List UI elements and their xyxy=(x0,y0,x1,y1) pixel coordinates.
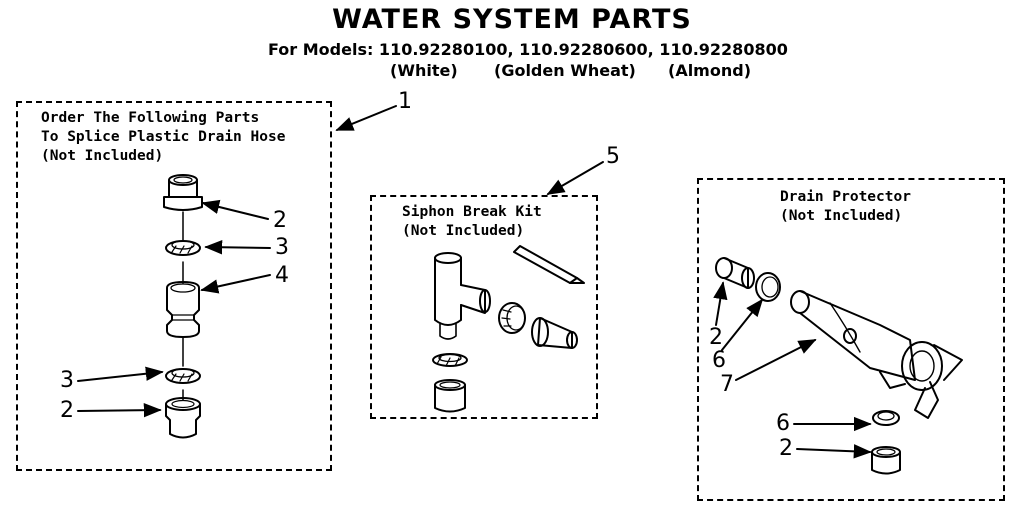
callout-drain-7: 7 xyxy=(720,372,734,397)
color-golden-wheat: (Golden Wheat) xyxy=(494,61,636,80)
callout-splice-top-2: 2 xyxy=(273,208,287,233)
leader-5 xyxy=(546,161,604,195)
splice-box-title-line3: (Not Included) xyxy=(41,148,164,164)
leader-drain-6 xyxy=(721,298,764,351)
leader-1 xyxy=(335,105,397,131)
callout-splice-top-3: 3 xyxy=(275,235,289,260)
callout-splice-bottom-3: 3 xyxy=(60,368,74,393)
drain-box-title-line2: (Not Included) xyxy=(780,208,903,224)
callout-drain-6-bottom: 6 xyxy=(776,411,790,436)
siphon-box-title-line1: Siphon Break Kit xyxy=(402,204,542,220)
callout-1: 1 xyxy=(398,89,412,114)
callout-drain-2-bottom: 2 xyxy=(779,436,793,461)
leader-splice-top-2 xyxy=(201,199,269,220)
leader-splice-top-3 xyxy=(204,240,271,255)
models-line: For Models: 110.92280100, 110.92280600, … xyxy=(268,40,788,59)
callout-splice-4: 4 xyxy=(275,263,289,288)
callout-drain-6-left: 6 xyxy=(712,348,726,373)
siphon-kit-drawing xyxy=(432,245,585,413)
leader-splice-bottom-2 xyxy=(77,402,162,418)
callout-splice-bottom-2: 2 xyxy=(60,398,74,423)
drain-box-title-line1: Drain Protector xyxy=(780,189,911,205)
color-white: (White) xyxy=(390,61,458,80)
callout-5: 5 xyxy=(606,144,620,169)
splice-parts-box xyxy=(16,101,332,471)
leader-drain-2-bottom xyxy=(796,444,872,459)
leader-drain-2 xyxy=(713,281,728,326)
splice-box-title-line1: Order The Following Parts xyxy=(41,110,260,126)
splice-box-title-line2: To Splice Plastic Drain Hose xyxy=(41,129,286,145)
leader-splice-bottom-3 xyxy=(77,366,164,382)
splice-parts-drawing xyxy=(163,174,203,439)
leader-drain-7 xyxy=(735,339,817,381)
drain-protector-drawing xyxy=(715,257,963,475)
callout-drain-2-left: 2 xyxy=(709,325,723,350)
siphon-box-title-line2: (Not Included) xyxy=(402,223,525,239)
leader-splice-4 xyxy=(200,274,271,294)
siphon-break-kit-box xyxy=(370,195,598,419)
drain-protector-box xyxy=(697,178,1005,501)
color-almond: (Almond) xyxy=(668,61,751,80)
page-title: WATER SYSTEM PARTS xyxy=(332,4,692,35)
